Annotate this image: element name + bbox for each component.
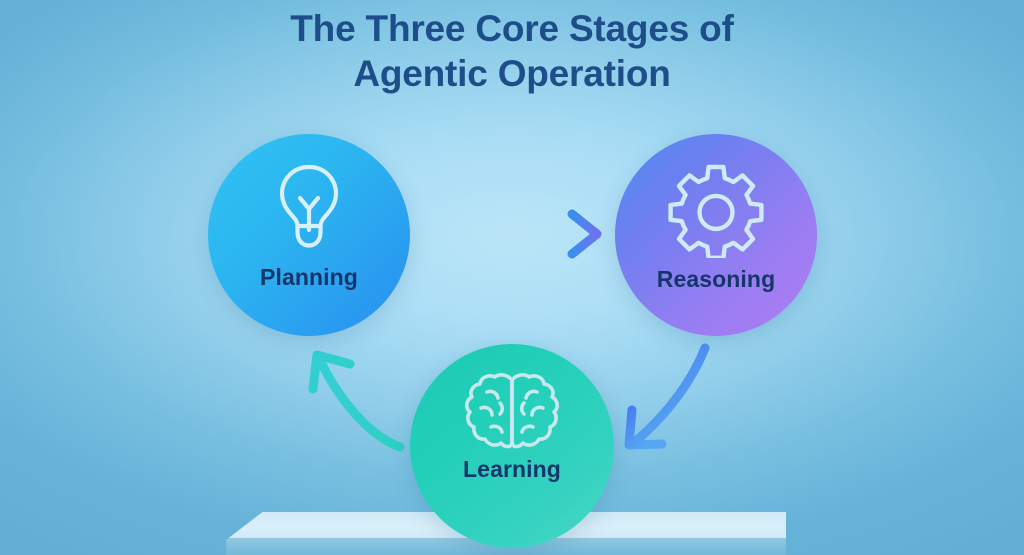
gear-icon bbox=[668, 162, 764, 263]
lightbulb-icon bbox=[270, 160, 348, 257]
title-line-2: Agentic Operation bbox=[353, 53, 671, 94]
title-line-1: The Three Core Stages of bbox=[290, 8, 734, 49]
node-learning[interactable]: Learning bbox=[410, 344, 614, 548]
page-title: The Three Core Stages of Agentic Operati… bbox=[0, 6, 1024, 96]
node-planning-label: Planning bbox=[260, 264, 358, 290]
node-planning[interactable]: Planning bbox=[208, 134, 410, 336]
node-reasoning-label: Reasoning bbox=[656, 266, 776, 292]
brain-icon bbox=[459, 370, 565, 459]
node-reasoning[interactable]: Reasoning bbox=[615, 134, 817, 336]
node-learning-label: Learning bbox=[463, 456, 561, 482]
